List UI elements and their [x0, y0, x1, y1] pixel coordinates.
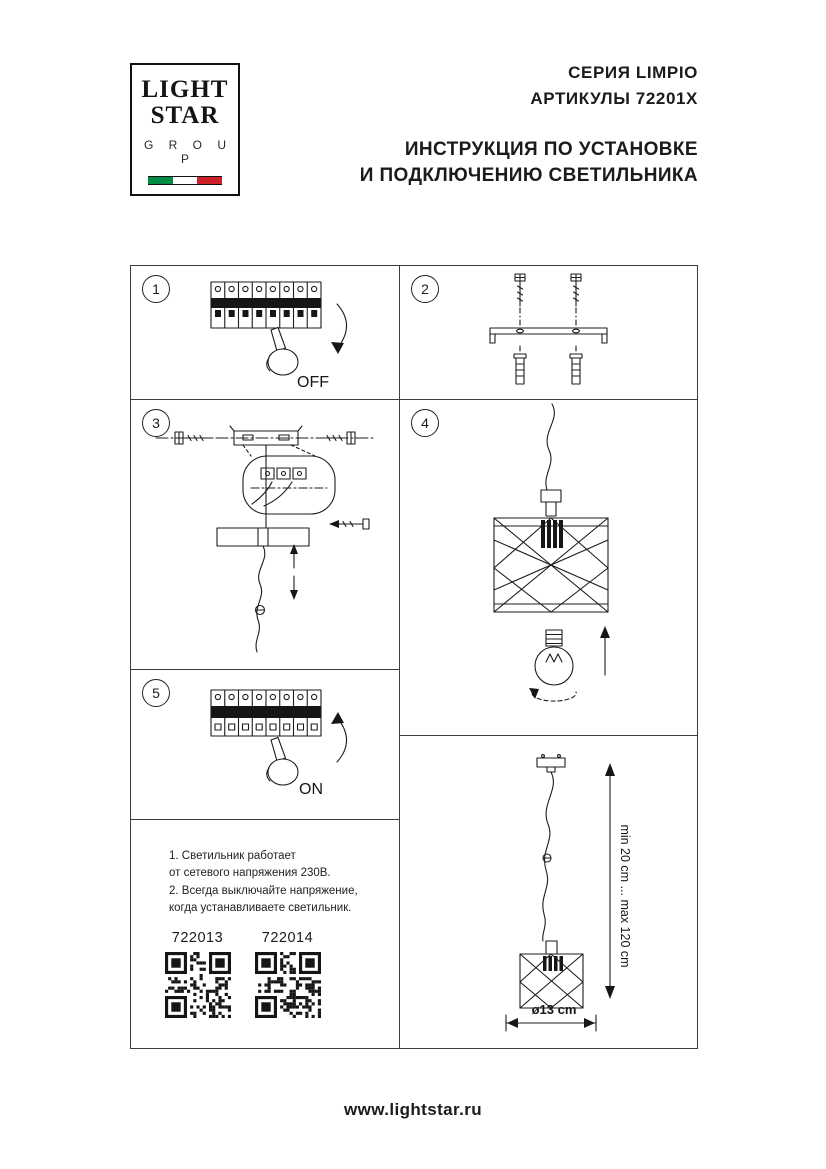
diameter-dimension-label: ø13 cm [531, 1002, 577, 1017]
step-number-badge: 3 [142, 409, 170, 437]
logo-text-light: LIGHT [141, 76, 229, 103]
step-number: 3 [152, 415, 160, 431]
flip-up-arrow-icon [331, 712, 348, 763]
ceiling-mount-diagram [155, 425, 375, 653]
shade-bulb-diagram [493, 403, 610, 702]
header-articles: АРТИКУЛЫ 72201X [530, 88, 698, 108]
height-dimension-arrow [605, 763, 615, 999]
flip-down-arrow-icon [331, 303, 348, 354]
note-line: когда устанавливаете светильник. [169, 901, 352, 914]
panel-step5: 5 [130, 669, 400, 820]
header-series: СЕРИЯ LIMPIO [568, 63, 698, 82]
notes-panel: 1. Светильник работает от сетевого напря… [130, 819, 400, 1049]
breaker-on-diagram: ON [210, 689, 348, 798]
step-number: 4 [421, 415, 429, 431]
logo-text-group: G R O U P [143, 137, 232, 166]
note-line: от сетевого напряжения 230В. [169, 867, 331, 880]
mounting-bracket-diagram [489, 273, 608, 385]
step-number-badge: 2 [411, 275, 439, 303]
logo-text-star: STAR [150, 102, 220, 130]
flag-green-stripe [148, 176, 173, 184]
insert-bulb-arrow-icon [600, 626, 610, 676]
socket-icon [541, 520, 563, 548]
on-label: ON [299, 781, 323, 798]
header-title-line1: ИНСТРУКЦИЯ ПО УСТАНОВКЕ [404, 139, 698, 160]
panel-step1: 1 [130, 265, 400, 400]
panel-step2: 2 [399, 265, 698, 400]
logo-box: LIGHT STAR G R O U P [130, 63, 240, 196]
panel-step3: 3 [130, 399, 400, 670]
adjust-height-arrows-icon [290, 544, 298, 600]
rotate-arrow-icon [529, 688, 577, 702]
note-line: 2. Всегда выключайте напряжение, [169, 884, 358, 897]
note-line: 1. Светильник работает [169, 850, 296, 862]
step-number-badge: 1 [142, 275, 170, 303]
step-number: 2 [421, 281, 429, 297]
header: СЕРИЯ LIMPIO АРТИКУЛЫ 72201X ИНСТРУКЦИЯ … [300, 60, 698, 189]
qr-code-722014-icon [254, 952, 321, 1018]
website-url: www.lightstar.ru [343, 1100, 482, 1119]
article-number-722013: 722013 [171, 930, 224, 946]
header-title-line2: И ПОДКЛЮЧЕНИЮ СВЕТИЛЬНИКА [359, 165, 698, 187]
step-number-badge: 5 [142, 679, 170, 707]
pointing-hand-icon [266, 326, 299, 376]
italian-flag-icon [148, 175, 223, 185]
pointing-hand-icon [266, 736, 299, 786]
step-number: 1 [152, 281, 160, 297]
qr-column-left: 722013 [164, 930, 231, 1018]
article-number-722014: 722014 [261, 930, 314, 946]
panel-step4: 4 [399, 399, 698, 736]
flag-red-stripe [197, 176, 223, 184]
safety-notes: 1. Светильник работает от сетевого напря… [169, 848, 358, 917]
height-dimension-label: min 20 cm ... max 120 cm [618, 824, 632, 968]
qr-code-722013-icon [164, 952, 231, 1018]
flag-white-stripe [172, 176, 198, 184]
bulb-icon [534, 629, 574, 686]
step-number-badge: 4 [411, 409, 439, 437]
dimensions-panel: min 20 cm ... max 120 cm ø13 cm [399, 735, 698, 1049]
breaker-off-diagram: OFF [210, 281, 348, 391]
diameter-dimension-arrow [505, 1014, 597, 1032]
qr-column-right: 722014 [254, 930, 321, 1018]
step-number: 5 [152, 685, 160, 701]
off-label: OFF [297, 374, 329, 391]
pendant-dimensions-diagram [505, 754, 615, 1032]
header-title: ИНСТРУКЦИЯ ПО УСТАНОВКЕ И ПОДКЛЮЧЕНИЮ СВ… [300, 137, 698, 189]
